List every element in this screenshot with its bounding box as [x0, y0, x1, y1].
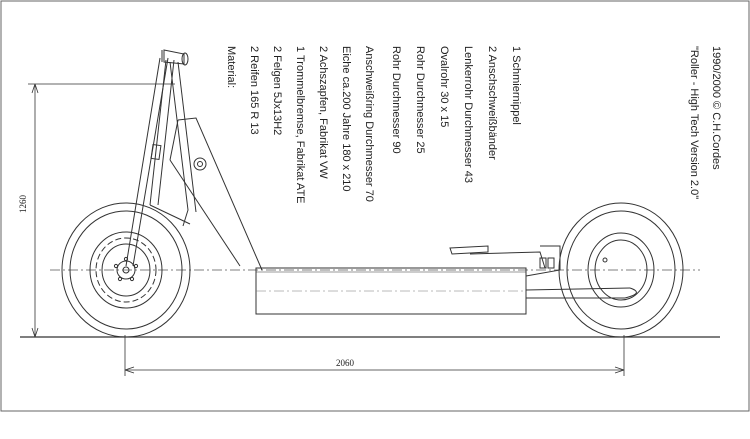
- height-dimension-label: 1260: [18, 195, 28, 214]
- rear-frame: [449, 245, 637, 299]
- material-item: 1 Trommelbremse, Fabrikat ATE: [294, 46, 306, 204]
- title-block: "Roller - High Tech Version 2.0" 1990/20…: [688, 46, 722, 199]
- length-dimension-label: 2060: [336, 358, 355, 368]
- material-item: Anschweißring Durchmesser 70: [363, 46, 375, 202]
- material-item: 2 Anschschweißbänder: [486, 46, 498, 160]
- material-list: Material: 2 Reifen 165 R 13 2 Felgen 5Jx…: [225, 46, 522, 204]
- height-dimension: [28, 83, 175, 338]
- material-item: 2 Achszapfen, Fabrikat VW: [317, 46, 329, 179]
- drawing-title: "Roller - High Tech Version 2.0": [688, 46, 700, 199]
- front-fork: [125, 57, 197, 267]
- steering-neck: [169, 117, 263, 271]
- drawing-copyright: 1990/2000 © C.H.Cordes: [710, 46, 722, 170]
- material-item: 1 Schmiernippel: [510, 46, 522, 125]
- length-dimension: [124, 335, 625, 376]
- material-item: 2 Felgen 5Jx13H2: [271, 46, 283, 135]
- material-item: Rohr Durchmesser 25: [414, 46, 426, 154]
- drawing-frame: [0, 0, 750, 412]
- material-item: Rohr Durchmesser 90: [390, 46, 402, 154]
- handlebar: [161, 49, 189, 66]
- material-item: Eiche ca.200 Jahre 180 x 210: [340, 46, 352, 192]
- material-header: Material:: [225, 46, 237, 88]
- material-item: Lenkerrohr Durchmesser 43: [462, 46, 474, 183]
- material-item: 2 Reifen 165 R 13: [248, 46, 260, 135]
- deck-tube: [255, 267, 527, 315]
- material-item: Ovalrohr 30 x 15: [438, 46, 450, 127]
- front-wheel: [61, 202, 191, 338]
